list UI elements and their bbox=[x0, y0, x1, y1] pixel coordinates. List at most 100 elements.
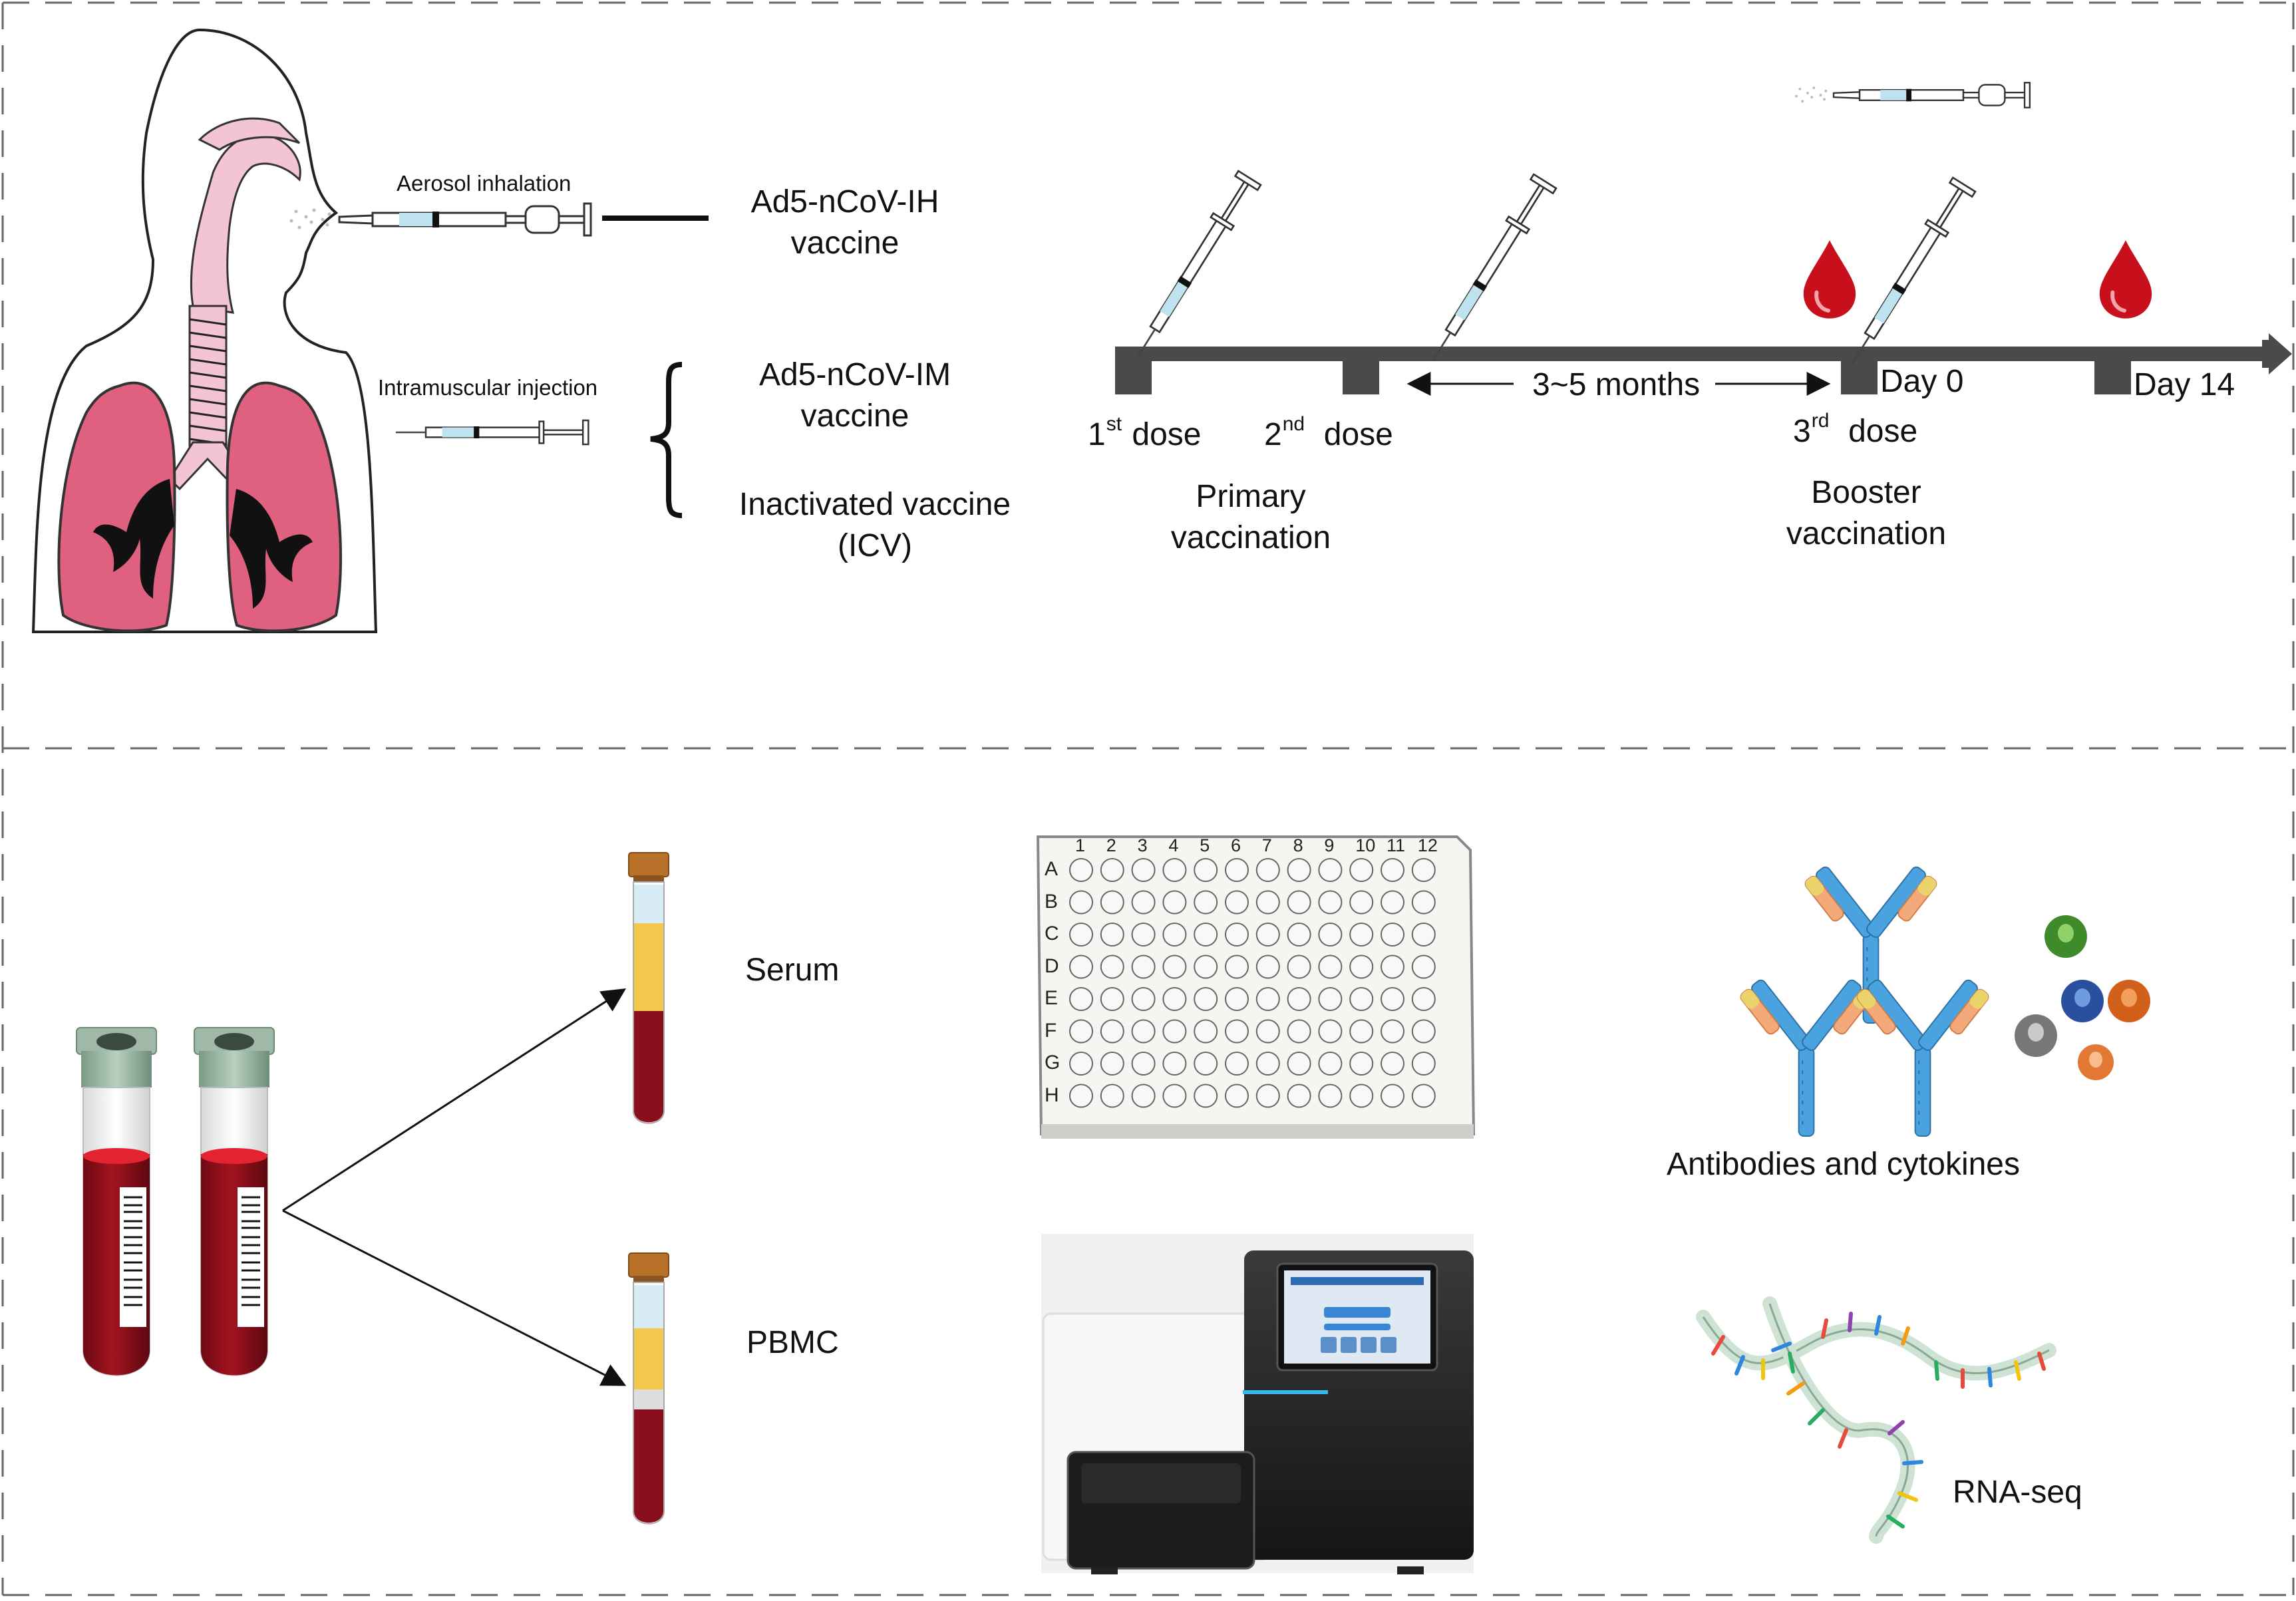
dose3-ordinal: rd bbox=[1811, 410, 1830, 432]
plate-well bbox=[1194, 954, 1218, 979]
plate-well bbox=[1381, 1019, 1404, 1044]
plate-column-label: 6 bbox=[1231, 835, 1241, 855]
plate-well bbox=[1287, 923, 1311, 946]
dose3-label: 3rd dose bbox=[1793, 410, 1918, 451]
plate-well bbox=[1318, 987, 1343, 1011]
elisa-96-well-plate bbox=[1036, 835, 1476, 1139]
plate-well bbox=[1194, 1084, 1218, 1108]
plate-well bbox=[1225, 1019, 1249, 1044]
plate-well bbox=[1318, 1052, 1343, 1076]
dose1-label: 1st dose bbox=[1088, 413, 1202, 454]
dose1-syringe-icon bbox=[1125, 170, 1262, 365]
plate-well bbox=[1411, 954, 1436, 979]
plate-well bbox=[1162, 1019, 1187, 1044]
plate-well bbox=[1194, 987, 1218, 1011]
day14-label: Day 14 bbox=[2134, 367, 2235, 402]
primary-word: Primary bbox=[1196, 479, 1306, 514]
plate-well bbox=[1069, 1084, 1093, 1108]
dose1-word: dose bbox=[1132, 417, 1202, 452]
plate-well bbox=[1131, 858, 1156, 882]
day0-label: Day 0 bbox=[1880, 364, 1964, 399]
aerosol-inhalation-label: Aerosol inhalation bbox=[397, 171, 572, 196]
antibody-icons bbox=[1738, 864, 1991, 1137]
plate-well bbox=[1287, 858, 1311, 882]
dose3-word: dose bbox=[1848, 414, 1918, 449]
icv-vaccine-abbr: (ICV) bbox=[838, 527, 912, 563]
dose2-syringe-icon bbox=[1420, 173, 1558, 368]
plate-well bbox=[1349, 987, 1374, 1011]
plate-well bbox=[1100, 890, 1124, 915]
plate-well bbox=[1131, 890, 1156, 915]
plate-well bbox=[1381, 1052, 1404, 1076]
plate-well bbox=[1225, 954, 1249, 979]
plate-well bbox=[1194, 1019, 1218, 1044]
dose3-aerosol-syringe-icon bbox=[1794, 82, 2031, 108]
blood-drop-day14-icon bbox=[2100, 240, 2152, 319]
dose2-ordinal: nd bbox=[1282, 413, 1305, 435]
plate-well bbox=[1069, 890, 1093, 915]
ih-vaccine-word: vaccine bbox=[790, 225, 900, 261]
sequencer-instrument bbox=[1041, 1234, 1474, 1574]
plate-well bbox=[1194, 1052, 1218, 1076]
plate-well bbox=[1255, 954, 1280, 979]
plate-well bbox=[1162, 1052, 1187, 1076]
im-syringe-icon bbox=[395, 419, 589, 446]
dose3-syringe-icon bbox=[1840, 176, 1977, 372]
plate-row-label: D bbox=[1045, 954, 1059, 977]
plate-well bbox=[1131, 1019, 1156, 1044]
plate-well bbox=[1069, 987, 1093, 1011]
plate-well bbox=[1381, 858, 1404, 882]
plate-column-label: 12 bbox=[1417, 835, 1438, 855]
plate-well bbox=[1381, 1084, 1404, 1108]
dose1-number: 1 bbox=[1088, 417, 1106, 452]
plate-well bbox=[1225, 890, 1249, 915]
plate-well bbox=[1131, 954, 1156, 979]
plate-well bbox=[1069, 1052, 1093, 1076]
plate-well bbox=[1194, 858, 1218, 882]
pbmc-tube-icon bbox=[628, 1252, 669, 1525]
serum-tube-icon bbox=[628, 852, 669, 1124]
pbmc-label: PBMC bbox=[746, 1325, 839, 1360]
plate-well bbox=[1381, 923, 1404, 946]
plate-column-label: 7 bbox=[1261, 835, 1272, 855]
plate-well bbox=[1411, 858, 1436, 882]
plate-well bbox=[1255, 1019, 1280, 1044]
rnaseq-label: RNA-seq bbox=[1953, 1475, 2082, 1510]
plate-well bbox=[1100, 1019, 1124, 1044]
plate-well bbox=[1411, 987, 1436, 1011]
plate-well bbox=[1381, 954, 1404, 979]
ih-vaccine-label: Ad5-nCoV-IH vaccine bbox=[732, 183, 958, 262]
plate-well bbox=[1381, 987, 1404, 1011]
respiratory-system-illustration bbox=[31, 28, 378, 633]
plate-well bbox=[1349, 858, 1374, 882]
plate-well bbox=[1287, 890, 1311, 915]
plate-well bbox=[1255, 987, 1280, 1011]
plate-well bbox=[1162, 923, 1187, 946]
dose2-word: dose bbox=[1323, 417, 1393, 452]
plate-well bbox=[1194, 890, 1218, 915]
plate-column-label: 8 bbox=[1293, 835, 1303, 855]
arrow-to-pbmc bbox=[282, 1209, 627, 1386]
im-vaccine-name: Ad5-nCoV-IM bbox=[758, 357, 951, 392]
plate-column-label: 9 bbox=[1324, 835, 1335, 855]
plate-column-label: 11 bbox=[1387, 835, 1406, 855]
plate-well bbox=[1287, 1052, 1311, 1076]
icv-vaccine-name: Inactivated vaccine bbox=[738, 487, 1011, 522]
plate-well bbox=[1162, 954, 1187, 979]
plate-well bbox=[1194, 923, 1218, 946]
ih-vaccine-name: Ad5-nCoV-IH bbox=[750, 184, 939, 219]
plate-well bbox=[1349, 1052, 1374, 1076]
vaccine-brace bbox=[650, 362, 683, 518]
interval-label: 3~5 months bbox=[1532, 367, 1701, 402]
plate-well bbox=[1225, 987, 1249, 1011]
plate-well bbox=[1349, 923, 1374, 946]
plate-column-label: 4 bbox=[1168, 835, 1179, 855]
plate-column-label: 5 bbox=[1200, 835, 1210, 855]
plate-row-label: B bbox=[1045, 890, 1059, 913]
plate-well bbox=[1255, 1084, 1280, 1108]
plate-well bbox=[1318, 954, 1343, 979]
plate-well bbox=[1287, 954, 1311, 979]
plate-column-label: 10 bbox=[1355, 835, 1376, 855]
plate-row-label: F bbox=[1045, 1019, 1057, 1042]
